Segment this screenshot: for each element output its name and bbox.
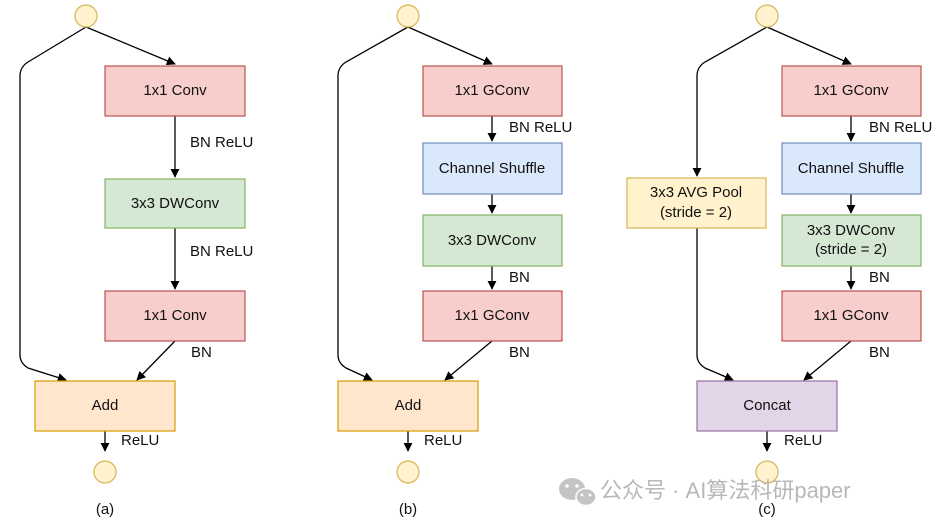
edge-label-bn-2: BN [509,344,530,361]
edge-gconv2-to-add [444,340,493,381]
edge-input-to-gconv1 [766,26,852,65]
dwconv-block [781,214,922,267]
avg-pool-stride-label: (stride = 2) [660,204,732,221]
channel-shuffle-label: Channel Shuffle [439,160,545,177]
gconv1x1-label: 1x1 GConv [454,82,530,99]
conv1x1-label-2: 1x1 Conv [143,307,207,324]
output-node [93,460,117,484]
caption-b: (b) [399,501,417,518]
input-node [74,4,98,28]
gconv1x1-block-2 [781,290,922,342]
unit-c: 3x3 AVG Pool (stride = 2) 1x1 GConv Chan… [626,4,932,518]
caption-a: (a) [96,501,114,518]
input-node [755,4,779,28]
avg-pool-block [626,177,767,229]
conv1x1-block-2 [104,290,246,342]
gconv1x1-label: 1x1 GConv [813,82,889,99]
add-block [34,380,176,432]
gconv1x1-label-2: 1x1 GConv [454,307,530,324]
input-node [396,4,420,28]
edge-label-bn-relu: BN ReLU [509,119,572,136]
conv1x1-label: 1x1 Conv [143,82,207,99]
edge-shortcut [19,26,87,382]
channel-shuffle-block [422,142,563,195]
edge-label-relu: ReLU [424,432,462,449]
concat-block [696,380,838,432]
edge-shortcut [337,26,409,381]
edge-label-bn: BN [509,269,530,286]
edge-label-bn-2: BN [869,344,890,361]
edge-label-bn-relu: BN ReLU [869,119,932,136]
gconv1x1-block [422,65,563,117]
dwconv-block [422,214,563,267]
watermark: 公众号 · AI算法科研paper [559,478,851,507]
conv1x1-block [104,65,246,117]
unit-a: 1x1 Conv 3x3 DWConv 1x1 Conv Add BN ReLU… [19,4,253,518]
edge-label-bn-relu-2: BN ReLU [190,243,253,260]
gconv1x1-label-2: 1x1 GConv [813,307,889,324]
edge-input-to-conv1 [85,26,176,66]
watermark-text: 公众号 · AI算法科研paper [600,478,851,503]
edge-pool-to-concat [696,228,734,381]
add-block [337,380,479,432]
gconv1x1-block-2 [422,290,563,342]
output-node [755,460,779,484]
dwconv-label: 3x3 DWConv [807,222,896,239]
edge-input-to-gconv1 [407,26,493,65]
edge-label-bn: BN [869,269,890,286]
edge-label-bn: BN [191,344,212,361]
edge-input-to-pool [692,26,768,177]
avg-pool-label: 3x3 AVG Pool [650,184,742,201]
unit-b: 1x1 GConv Channel Shuffle 3x3 DWConv 1x1… [337,4,572,518]
dwconv-label: 3x3 DWConv [131,195,220,212]
output-node [396,460,420,484]
dwconv-stride-label: (stride = 2) [815,241,887,258]
edge-gconv2-to-concat [803,340,852,381]
gconv1x1-block [781,65,922,117]
wechat-icon [559,478,597,507]
add-label: Add [395,397,422,414]
channel-shuffle-block [781,142,922,195]
edge-conv2-to-add [136,340,176,381]
dwconv-block [104,178,246,229]
edge-label-relu: ReLU [121,432,159,449]
channel-shuffle-label: Channel Shuffle [798,160,904,177]
concat-label: Concat [743,397,791,414]
dwconv-label: 3x3 DWConv [448,232,537,249]
add-label: Add [92,397,119,414]
edge-label-bn-relu: BN ReLU [190,134,253,151]
edge-label-relu: ReLU [784,432,822,449]
caption-c: (c) [758,501,776,518]
